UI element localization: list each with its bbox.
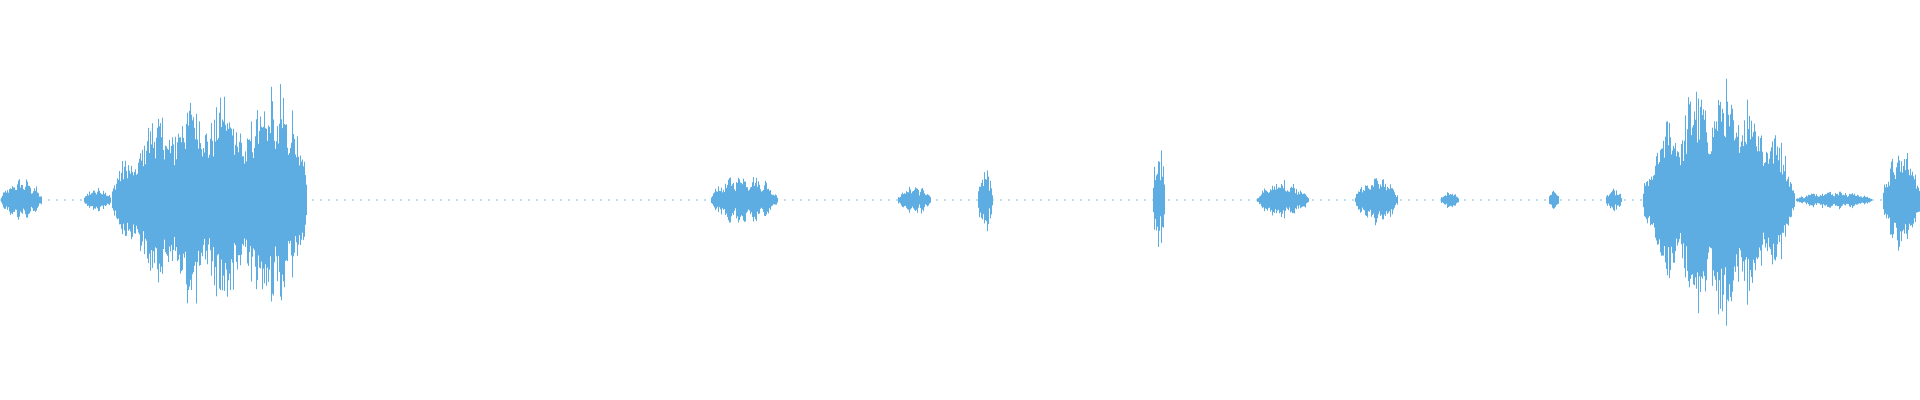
waveform-bars	[1, 78, 1920, 326]
